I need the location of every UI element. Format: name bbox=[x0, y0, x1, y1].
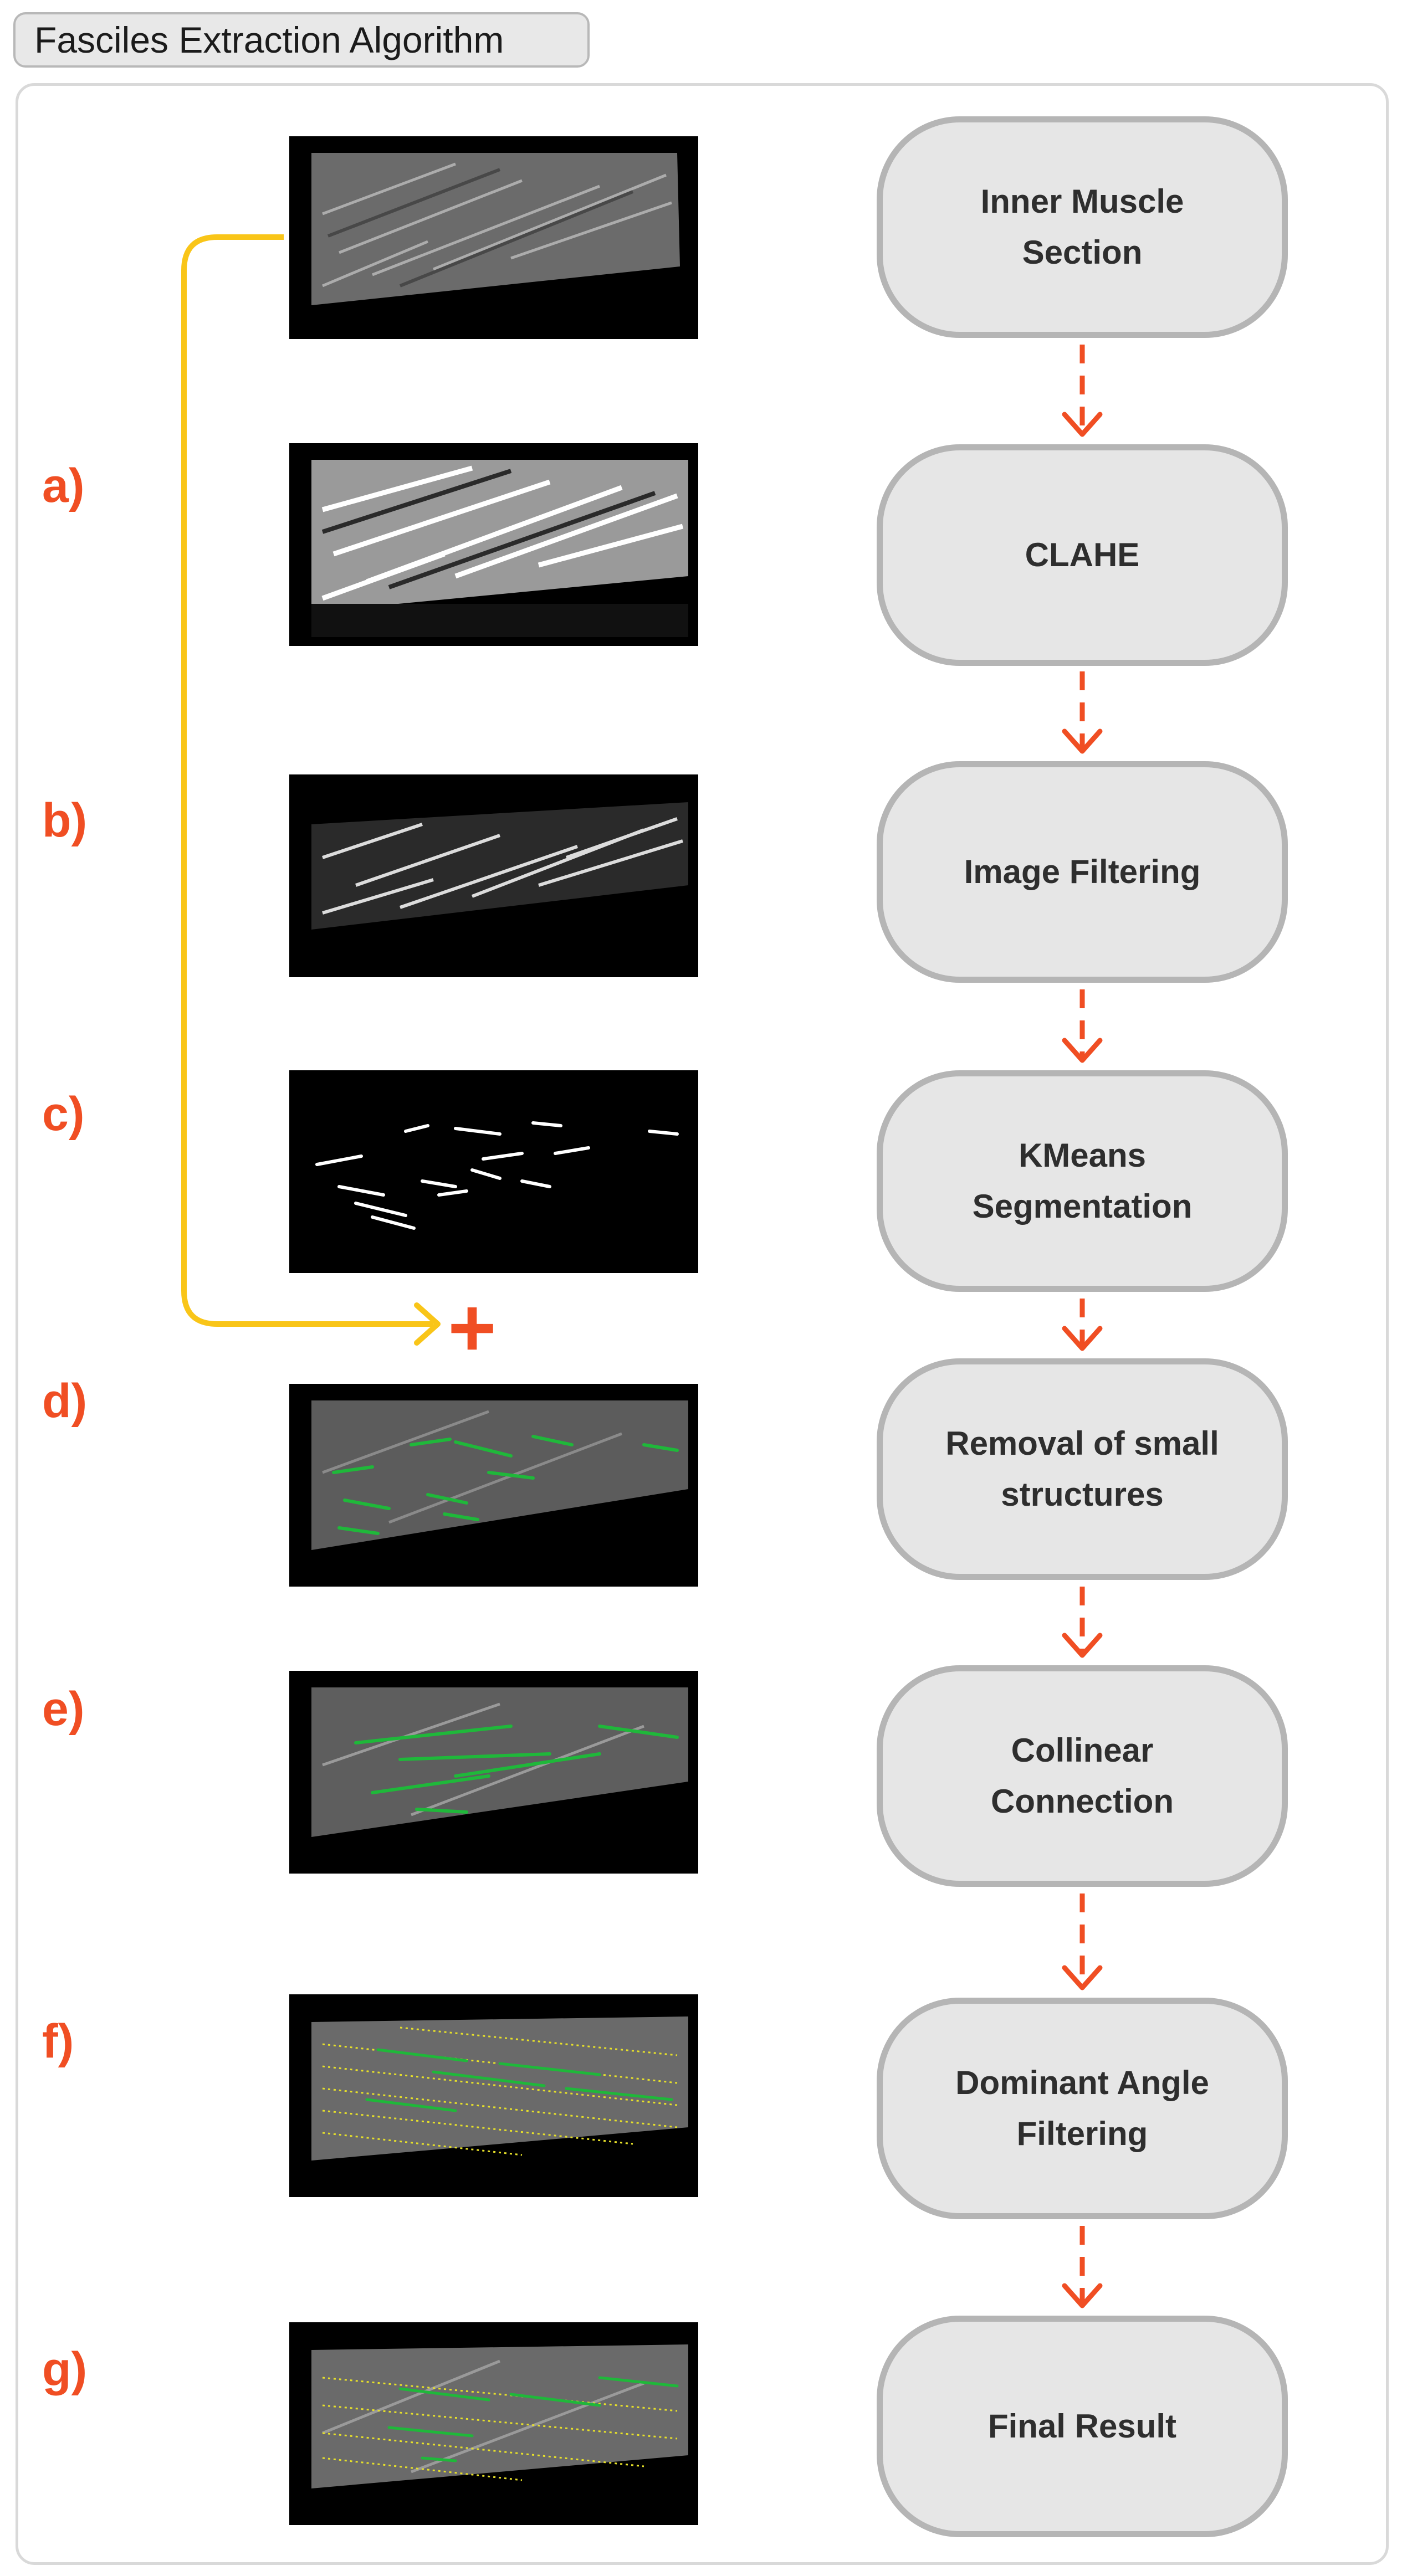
node-removal-small-structures: Removal of small structures bbox=[877, 1358, 1288, 1580]
step-label-c: c) bbox=[42, 1087, 85, 1141]
node-label: Removal of small structures bbox=[945, 1425, 1219, 1513]
step-label-a: a) bbox=[42, 459, 85, 512]
node-image-filtering: Image Filtering bbox=[877, 761, 1288, 983]
step-label-f: f) bbox=[42, 2015, 74, 2068]
node-label: KMeans Segmentation bbox=[972, 1137, 1193, 1225]
diagram-title: Fasciles Extraction Algorithm bbox=[13, 12, 590, 68]
thumbnail-clahe bbox=[289, 443, 698, 646]
thumbnail-final-result bbox=[289, 2322, 698, 2525]
node-dominant-angle-filtering: Dominant Angle Filtering bbox=[877, 1998, 1288, 2219]
step-label-e: e) bbox=[42, 1682, 85, 1736]
node-clahe: CLAHE bbox=[877, 444, 1288, 666]
thumbnail-removal-small-structures bbox=[289, 1384, 698, 1587]
node-kmeans-segmentation: KMeans Segmentation bbox=[877, 1070, 1288, 1292]
step-label-g: g) bbox=[42, 2343, 88, 2396]
thumbnail-image-filtering bbox=[289, 774, 698, 977]
step-label-d: d) bbox=[42, 1374, 88, 1428]
muscle-ultrasound-image bbox=[311, 153, 680, 305]
node-label: CLAHE bbox=[1025, 536, 1140, 573]
node-label: Dominant Angle Filtering bbox=[955, 2064, 1209, 2152]
thumbnail-kmeans-segmentation bbox=[289, 1070, 698, 1273]
node-collinear-connection: Collinear Connection bbox=[877, 1665, 1288, 1887]
node-inner-muscle-section: Inner Muscle Section bbox=[877, 116, 1288, 338]
node-label: Image Filtering bbox=[964, 853, 1201, 890]
node-label: Collinear Connection bbox=[991, 1732, 1174, 1820]
node-label: Inner Muscle Section bbox=[980, 183, 1184, 271]
thumbnail-collinear-connection bbox=[289, 1671, 698, 1874]
step-label-b: b) bbox=[42, 794, 88, 847]
thumbnail-dominant-angle-filtering bbox=[289, 1994, 698, 2197]
node-final-result: Final Result bbox=[877, 2316, 1288, 2537]
node-label: Final Result bbox=[987, 2408, 1177, 2445]
thumbnail-inner-muscle-section bbox=[289, 136, 698, 339]
